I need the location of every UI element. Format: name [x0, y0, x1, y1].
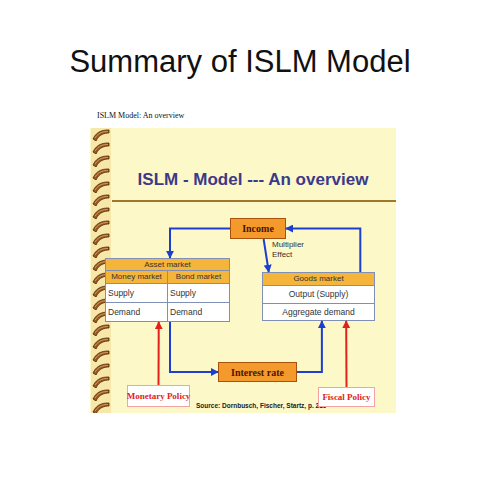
market-column: Money marketSupplyDemand [106, 271, 167, 321]
market-table: Goods marketOutput (Supply)Aggregate dem… [262, 272, 375, 321]
flow-arrow [345, 321, 347, 387]
edge-label: Multiplier Effect [272, 240, 314, 260]
table-cell: Output (Supply) [263, 285, 374, 303]
source-note: Source: Dornbusch, Fischer, Startz, p. 2… [196, 402, 326, 409]
table-cell: Demand [106, 302, 167, 321]
policy-box: Fiscal Policy [318, 387, 375, 407]
table-cell: Supply [106, 283, 167, 302]
node-heading: Interest rate [231, 367, 284, 378]
panel-heading: ISLM - Model --- An overview [118, 170, 388, 190]
flow-arrow [170, 322, 218, 372]
flow-arrow [158, 322, 160, 385]
node-heading: Fiscal Policy [322, 392, 370, 402]
node-heading: Asset market [106, 259, 229, 271]
flow-arrow [264, 239, 269, 272]
image-caption: ISLM Model: An overview [97, 111, 184, 120]
market-column: Bond marketSupplyDemand [167, 271, 229, 321]
table-cell: Supply [168, 283, 229, 302]
flow-arrow [297, 321, 322, 372]
market-table: Asset marketMoney marketSupplyDemandBond… [105, 258, 230, 322]
node-heading: Bond market [168, 271, 229, 283]
header-rule [112, 200, 396, 202]
node-heading: Money market [106, 271, 167, 283]
image-panel [90, 128, 396, 413]
flow-arrow [170, 229, 230, 259]
flow-arrow [286, 229, 360, 273]
node-heading: Monetary Policy [127, 391, 191, 401]
variable-box: Interest rate [218, 362, 297, 382]
table-cell: Aggregate demand [263, 303, 374, 321]
page-title: Summary of ISLM Model [0, 44, 480, 80]
table-cell: Demand [168, 302, 229, 321]
policy-box: Monetary Policy [127, 385, 190, 407]
node-heading: Income [242, 223, 274, 234]
variable-box: Income [230, 218, 286, 239]
node-heading: Goods market [263, 273, 374, 285]
